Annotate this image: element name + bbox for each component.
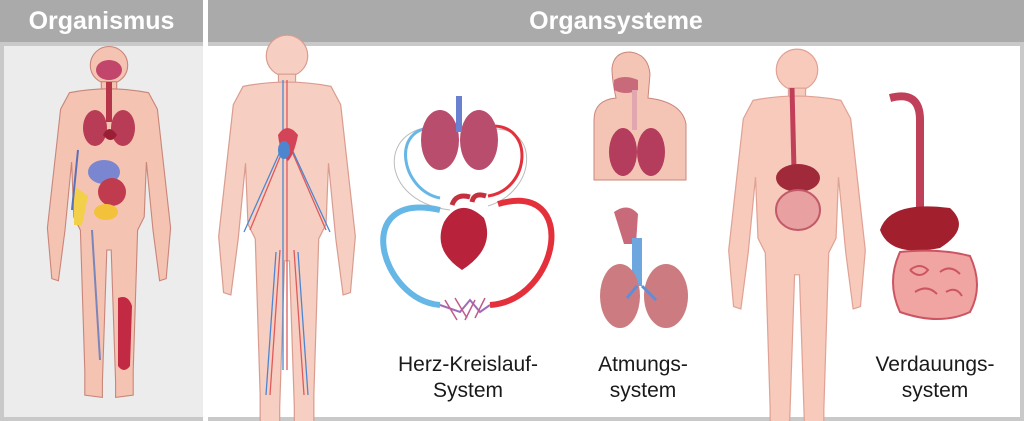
circulatory-body-illustration: [218, 34, 356, 421]
circulatory-label-line1: Herz-Kreislauf-: [397, 353, 539, 376]
digestive-label-line1: Verdauungs-: [875, 353, 995, 376]
respiratory-head-illustration: [593, 51, 687, 181]
digestive-label-line2: system: [901, 379, 969, 402]
respiratory-system-label: Atmungs- system: [578, 352, 708, 404]
respiratory-label-line1: Atmungs-: [598, 353, 688, 376]
digestive-system-label: Verdauungs- system: [860, 352, 1010, 404]
section-divider: [203, 0, 208, 421]
digestive-organs-illustration: [880, 92, 978, 320]
organism-body-illustration: [46, 45, 172, 398]
digestive-body-illustration: [728, 48, 866, 421]
circulation-loop-diagram: [380, 96, 555, 321]
organism-header: Organismus: [0, 0, 203, 42]
organ-systems-header: Organsysteme: [208, 0, 1024, 42]
circulatory-label-line2: System: [432, 379, 503, 402]
lungs-illustration: [600, 207, 688, 328]
respiratory-label-line2: system: [609, 379, 677, 402]
circulatory-system-label: Herz-Kreislauf- System: [378, 352, 558, 404]
